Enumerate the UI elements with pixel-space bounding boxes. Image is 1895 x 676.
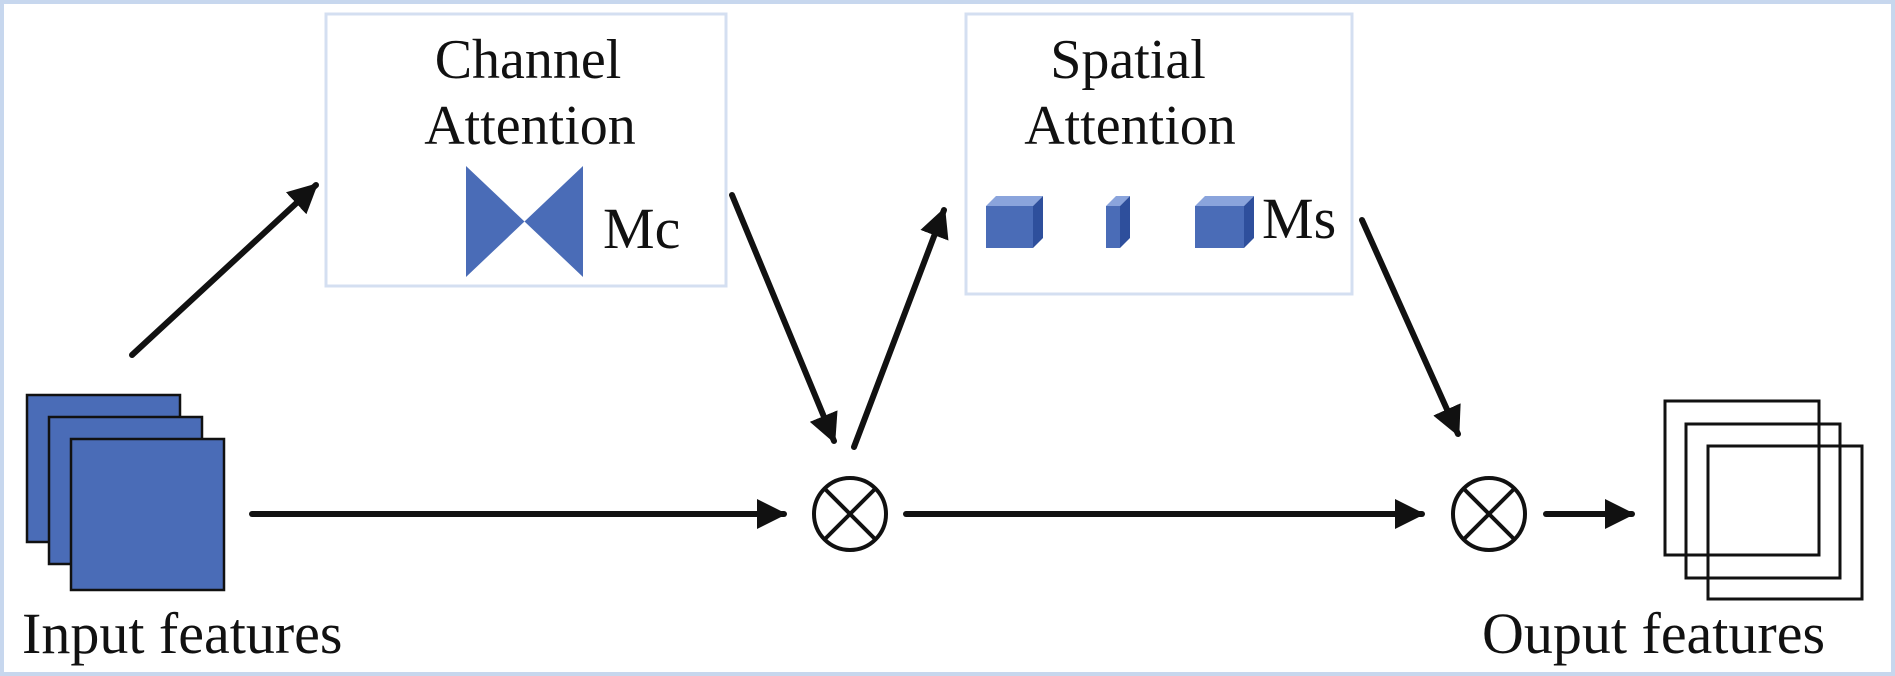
- arrow-input-to-channel-icon: [129, 182, 319, 358]
- input-feature-map-3: [69, 437, 226, 592]
- channel-attention-module: Channel Attention Mc: [324, 12, 728, 288]
- spatial-attention-module: Spatial Attention Ms: [964, 12, 1354, 296]
- multiply-node-1-icon: [812, 476, 888, 552]
- arrow-spatial-to-multiply-icon: [1359, 217, 1461, 437]
- output-feature-map-3: [1706, 444, 1864, 601]
- channel-attention-title-line1: Channel: [435, 29, 622, 91]
- output-feature-map-2: [1684, 422, 1842, 580]
- spatial-attention-title-line1: Spatial: [1050, 29, 1206, 91]
- multiply-node-2-icon: [1451, 476, 1527, 552]
- output-features-label: Ouput features: [1482, 601, 1825, 666]
- output-feature-map-1: [1663, 399, 1821, 557]
- spatial-feature-cube-2: [1195, 196, 1254, 248]
- channel-attention-panel: [324, 12, 728, 288]
- spatial-attention-title-line2: Attention: [1024, 95, 1236, 157]
- arrow-channel-to-multiply-icon: [729, 192, 838, 444]
- flow-arrows: [129, 182, 1635, 529]
- channel-attention-title-line2: Attention: [424, 95, 636, 157]
- channel-attention-map-label: Mc: [603, 196, 680, 261]
- spatial-feature-cube-1: [986, 196, 1043, 248]
- spatial-attention-map-label: Ms: [1262, 186, 1336, 251]
- arrow-multiply-to-spatial-icon: [851, 207, 949, 450]
- channel-attention-map-icon: [466, 166, 583, 277]
- spatial-feature-slice-icon: [1106, 196, 1130, 248]
- input-feature-stack: [25, 393, 226, 592]
- output-feature-stack: [1663, 399, 1864, 601]
- input-features-label: Input features: [22, 601, 342, 666]
